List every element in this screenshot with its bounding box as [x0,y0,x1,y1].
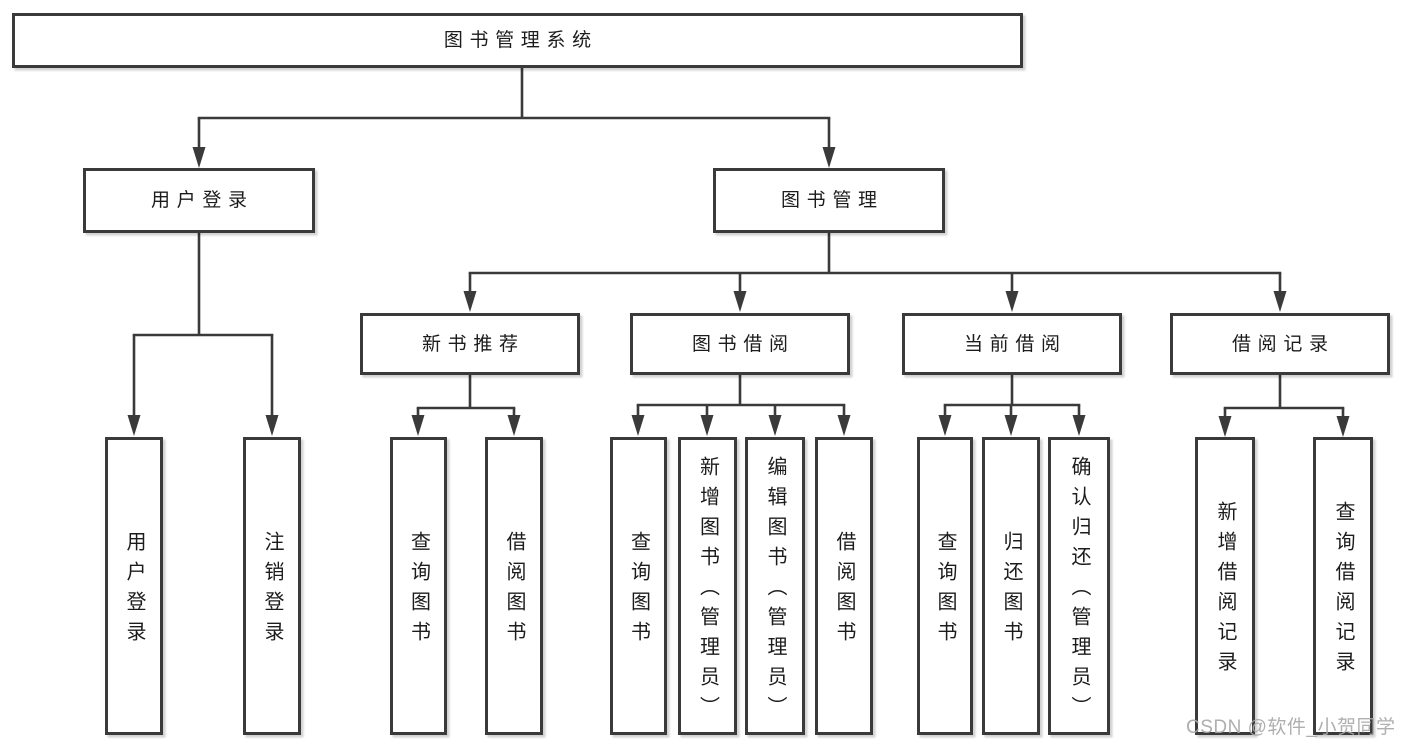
node-label: 新书推荐 [422,333,525,355]
leaf-label: 借阅图书 [503,531,525,651]
leaf-logout: 注销登录 [243,437,301,735]
node-new-book-recommend: 新书推荐 [360,313,580,375]
node-library-management-system: 图书管理系统 [12,13,1023,68]
leaf-label: 查询图书 [407,531,430,651]
arrowheads [127,147,1350,437]
leaf-add-borrow-record: 新增借阅记录 [1195,437,1255,735]
node-user-login: 用户登录 [83,168,315,233]
leaf-query-borrow-record: 查询借阅记录 [1313,437,1373,735]
node-label: 图书借阅 [692,333,795,355]
leaf-user-login: 用户登录 [105,437,163,735]
leaf-label: 新增图书（管理员） [696,456,719,726]
node-label: 当前借阅 [964,333,1067,355]
node-current-borrow: 当前借阅 [902,313,1122,375]
leaf-borrow-books-recommend: 借阅图书 [485,437,543,735]
leaf-label: 借阅图书 [833,531,855,651]
node-label: 借阅记录 [1232,333,1335,355]
leaf-label: 查询借阅记录 [1332,501,1354,681]
node-label: 图书管理系统 [443,30,598,51]
leaf-query-books-current: 查询图书 [917,437,973,735]
leaf-label: 注销登录 [261,531,283,651]
node-book-borrow: 图书借阅 [630,313,850,375]
leaf-confirm-return-admin: 确认归还（管理员） [1048,437,1110,735]
leaf-label: 新增借阅记录 [1214,501,1236,681]
node-book-management: 图书管理 [713,168,945,233]
leaf-label: 编辑图书（管理员） [764,456,786,726]
leaf-label: 查询图书 [627,531,650,651]
csdn-watermark: CSDN @软件_小贺同学 [1186,717,1396,738]
leaf-edit-books-admin: 编辑图书（管理员） [745,437,805,735]
leaf-label: 归还图书 [1000,531,1022,651]
leaf-label: 用户登录 [123,531,145,651]
leaf-add-books-admin: 新增图书（管理员） [678,437,737,735]
leaf-label: 确认归还（管理员） [1068,456,1090,726]
node-label: 图书管理 [781,190,884,211]
leaf-borrow-books: 借阅图书 [815,437,873,735]
leaf-label: 查询图书 [934,531,956,651]
leaf-query-books-recommend: 查询图书 [390,437,447,735]
node-label: 用户登录 [151,190,254,211]
leaf-return-books: 归还图书 [982,437,1040,735]
node-borrow-records: 借阅记录 [1170,313,1390,375]
leaf-query-books-borrow: 查询图书 [610,437,667,735]
